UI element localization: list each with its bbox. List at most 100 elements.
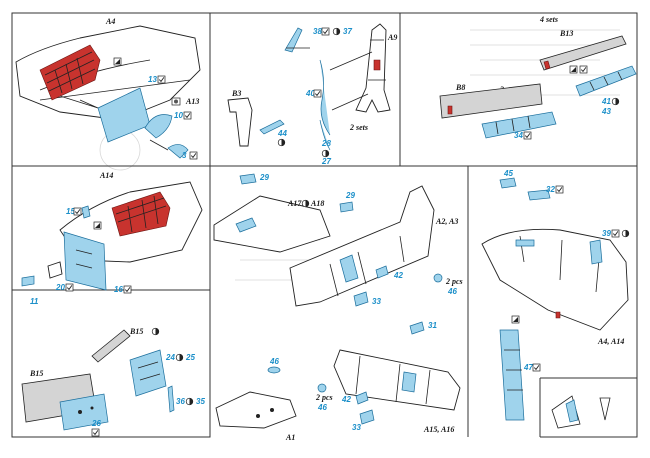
- part-number: 10: [174, 111, 183, 120]
- section-a4: A4 13 A13 10 3: [15, 17, 201, 160]
- bend-icon: [175, 353, 184, 362]
- fold-icon: [113, 57, 122, 66]
- fuselage-a15-a16: [333, 349, 461, 411]
- part-number: 42: [393, 271, 403, 280]
- seat-a9: [355, 23, 391, 113]
- part-number: 46: [317, 403, 327, 412]
- part-number: 29: [345, 191, 355, 200]
- part-ref: A18: [310, 199, 324, 208]
- part-ref: B15: [29, 369, 43, 378]
- part-ref: A17: [287, 199, 302, 208]
- frame-41-43: [575, 65, 637, 97]
- check-icon: [313, 89, 322, 98]
- note-text: 4 sets: [539, 15, 558, 24]
- part-number: 27: [321, 157, 331, 166]
- section-b15: B15 24 25 B15 26 36 35: [21, 327, 205, 437]
- part-ref: A13: [185, 97, 199, 106]
- part-ref: B13: [559, 29, 573, 38]
- panel-24-25: [129, 349, 167, 397]
- part-46: [267, 366, 281, 374]
- plate-33b: [359, 409, 375, 425]
- belts-40: [319, 51, 373, 136]
- plate-29a: [239, 173, 257, 185]
- bend-icon: [301, 199, 310, 208]
- bend-icon: [321, 149, 330, 158]
- detail-inset: [551, 395, 611, 429]
- part-number: 46: [269, 357, 279, 366]
- part-number: 29: [259, 173, 269, 182]
- part-b8: [439, 83, 543, 119]
- part-number: 40: [305, 89, 315, 98]
- instrument-panel-16: [63, 231, 107, 291]
- bend-icon: [185, 397, 194, 406]
- check-icon: [611, 229, 620, 238]
- part-ref: A9: [387, 33, 397, 42]
- wing-a18-a17: [213, 195, 331, 253]
- bracket-b3: [227, 97, 253, 147]
- bend-icon: [277, 138, 286, 147]
- part-number: 36: [176, 397, 185, 406]
- part-number: 26: [91, 419, 101, 428]
- note-text: 2 pcs: [445, 277, 463, 286]
- plate-39: [589, 239, 603, 265]
- bend-icon: [611, 97, 620, 106]
- plate-45: [499, 177, 517, 189]
- part-number: 42: [341, 395, 351, 404]
- part-number: 43: [601, 107, 611, 116]
- fuselage-canopy: [481, 228, 629, 331]
- part-ref: A1: [285, 433, 295, 442]
- part-ref: B15: [129, 327, 143, 336]
- fold-icon: [511, 315, 520, 324]
- part-number: 33: [372, 297, 381, 306]
- fuselage-a2-a3: [289, 185, 435, 307]
- check-icon: [157, 75, 166, 84]
- check-icon: [65, 283, 74, 292]
- part-20: [47, 261, 63, 279]
- plate-42a: [375, 265, 389, 279]
- plate-29b: [339, 201, 354, 213]
- part-ref: A15, A16: [423, 425, 454, 434]
- part-number: 20: [55, 283, 65, 292]
- check-icon: [321, 27, 330, 36]
- part-number: 13: [148, 75, 157, 84]
- check-icon: [189, 151, 198, 160]
- part-15: [81, 205, 91, 219]
- wing-a1: [215, 391, 297, 429]
- check-icon: [523, 131, 532, 140]
- fold-icon: [93, 221, 102, 230]
- frame-47: [499, 329, 525, 421]
- part-46: [317, 383, 327, 393]
- section-b13-b8: 4 sets B13 41 43 B8 2 sets 34: [439, 15, 637, 140]
- section-a9: 38 37 A9 B3 40 44 28 27 2 sets: [227, 23, 397, 166]
- part-number: 34: [514, 131, 523, 140]
- section-a14: A14 15 16 20 11: [21, 171, 203, 306]
- plate-32: [527, 189, 551, 201]
- part-number: 46: [447, 287, 457, 296]
- part-number: 28: [321, 139, 331, 148]
- section-fuselage: 29 A17 A18 29 A2, A3 42 33 2 pcs 46: [213, 173, 463, 442]
- part-number: 45: [503, 169, 513, 178]
- part-b13: [539, 35, 627, 71]
- plate-33a: [353, 291, 369, 307]
- bend-icon: [151, 327, 160, 336]
- part-46: [433, 273, 443, 283]
- check-icon: [555, 185, 564, 194]
- frame-34: [481, 111, 557, 139]
- part-ref: A4, A14: [597, 337, 624, 346]
- lever-36-35: [167, 385, 175, 413]
- belt-28-27: [319, 119, 331, 151]
- part-number: 33: [352, 423, 361, 432]
- part-number: 3: [182, 151, 187, 160]
- part-number: 44: [277, 129, 287, 138]
- part-number: 32: [546, 185, 555, 194]
- part-number: 35: [196, 397, 205, 406]
- part-11: [21, 275, 35, 287]
- part-number: 41: [601, 97, 611, 106]
- section-canopy: 45 32 39 47 A4, A14: [481, 169, 630, 429]
- lever-44: [259, 119, 285, 135]
- part-ref: A2, A3: [435, 217, 458, 226]
- part-number: 24: [165, 353, 175, 362]
- part-b15-upper: [91, 329, 131, 363]
- part-number: 25: [185, 353, 195, 362]
